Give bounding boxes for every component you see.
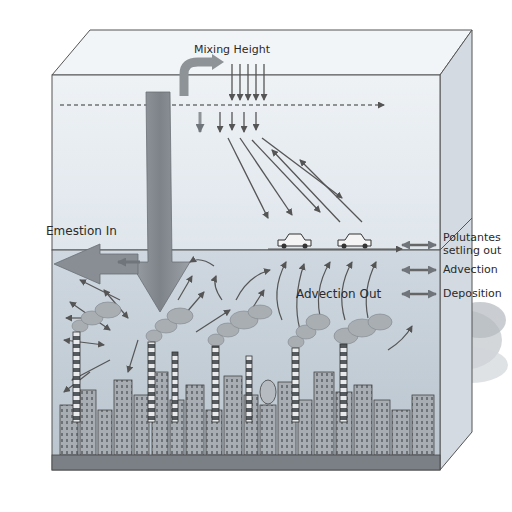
side-flow-arrows [402, 269, 436, 272]
diagram-label: Emestion In [46, 225, 146, 239]
box-volume [52, 75, 440, 250]
descending-arrows [263, 64, 264, 100]
smoke-plume [95, 302, 121, 318]
side-flow-arrows [402, 244, 436, 247]
city-skyline [260, 405, 276, 455]
mixing-height-arrow [184, 54, 224, 96]
city-skyline [186, 385, 204, 455]
dispersion-arrows [178, 276, 192, 300]
descending-arrows [272, 150, 340, 222]
curved-arrows [190, 260, 412, 350]
big-left-arrow [54, 244, 140, 284]
smokestack [292, 348, 299, 422]
smoke-plume [368, 314, 392, 330]
smoke-plume [248, 305, 272, 319]
car-symbol [363, 244, 368, 249]
big-downward-arrow [130, 92, 190, 312]
city-skyline [392, 410, 410, 455]
city-skyline [134, 395, 149, 455]
mixing-height-line [60, 105, 384, 106]
curved-arrows [277, 262, 286, 320]
car-symbol [268, 249, 402, 250]
smokestack [212, 346, 219, 422]
smoke-plume [72, 302, 392, 348]
smokestack [172, 352, 178, 422]
car-symbol [268, 234, 402, 249]
city-skyline [80, 390, 96, 455]
descending-arrows [300, 160, 362, 222]
big-downward-arrow [130, 92, 190, 312]
city-skyline [314, 372, 334, 455]
descending-arrows [247, 64, 248, 100]
big-left-arrow [118, 261, 140, 264]
descending-arrows [255, 64, 256, 100]
descending-arrows [231, 112, 232, 130]
box-volume [52, 30, 472, 470]
smokestack [246, 356, 252, 422]
car-symbol [282, 244, 287, 249]
big-left-arrow [54, 244, 138, 284]
smokestack [148, 342, 155, 422]
city-skyline [412, 395, 434, 455]
curved-arrows [236, 270, 270, 300]
city-skyline [114, 380, 132, 455]
ground-slab [52, 455, 440, 470]
descending-arrows [243, 112, 244, 132]
diagram-label: Mixing Height [176, 44, 288, 57]
city-skyline [374, 400, 390, 455]
dispersion-arrows [128, 340, 138, 372]
diagram-label: Deposition [443, 288, 509, 301]
city-skyline [98, 410, 112, 455]
box-volume [52, 250, 440, 470]
smoke-plume [167, 308, 193, 324]
box-volume [440, 218, 472, 250]
smoke-plume [306, 314, 330, 330]
curved-arrows [342, 262, 352, 320]
smokestack [73, 332, 347, 422]
descending-arrows [200, 64, 362, 222]
smokestack [340, 344, 347, 422]
city-skyline [224, 376, 242, 455]
descending-arrows [255, 112, 256, 130]
dispersion-arrows [64, 340, 104, 345]
side-flow-arrows [402, 293, 436, 296]
car-symbol [342, 244, 347, 249]
side-flow-arrows [402, 245, 436, 294]
box-volume [52, 30, 472, 75]
mixing-height-arrow [184, 62, 214, 96]
ground-slab [52, 455, 440, 470]
city-skyline [298, 400, 312, 455]
car-symbol [303, 244, 308, 249]
curved-arrows [190, 260, 214, 266]
diagram-label: Advection [443, 264, 509, 277]
descending-arrows [231, 64, 232, 100]
dispersion-arrows [80, 280, 120, 300]
mixing-height-arrow [212, 54, 224, 70]
descending-arrows [219, 112, 220, 132]
descending-arrows [252, 140, 320, 212]
descending-arrows [240, 138, 292, 215]
diagram-label: Polutantes setling out [443, 232, 509, 257]
city-skyline [354, 385, 372, 455]
descending-arrows [199, 112, 202, 132]
mixing-height-line [60, 104, 384, 105]
city-skyline [260, 380, 276, 404]
box-volume [440, 30, 472, 470]
curved-arrows [297, 264, 304, 330]
smokestack [73, 332, 80, 422]
descending-arrows [239, 64, 240, 100]
curved-arrows [215, 276, 222, 300]
diagram-label: Advection Out [296, 288, 396, 302]
curved-arrows [388, 326, 412, 350]
curved-arrows [366, 262, 376, 318]
descending-arrows [262, 138, 342, 198]
